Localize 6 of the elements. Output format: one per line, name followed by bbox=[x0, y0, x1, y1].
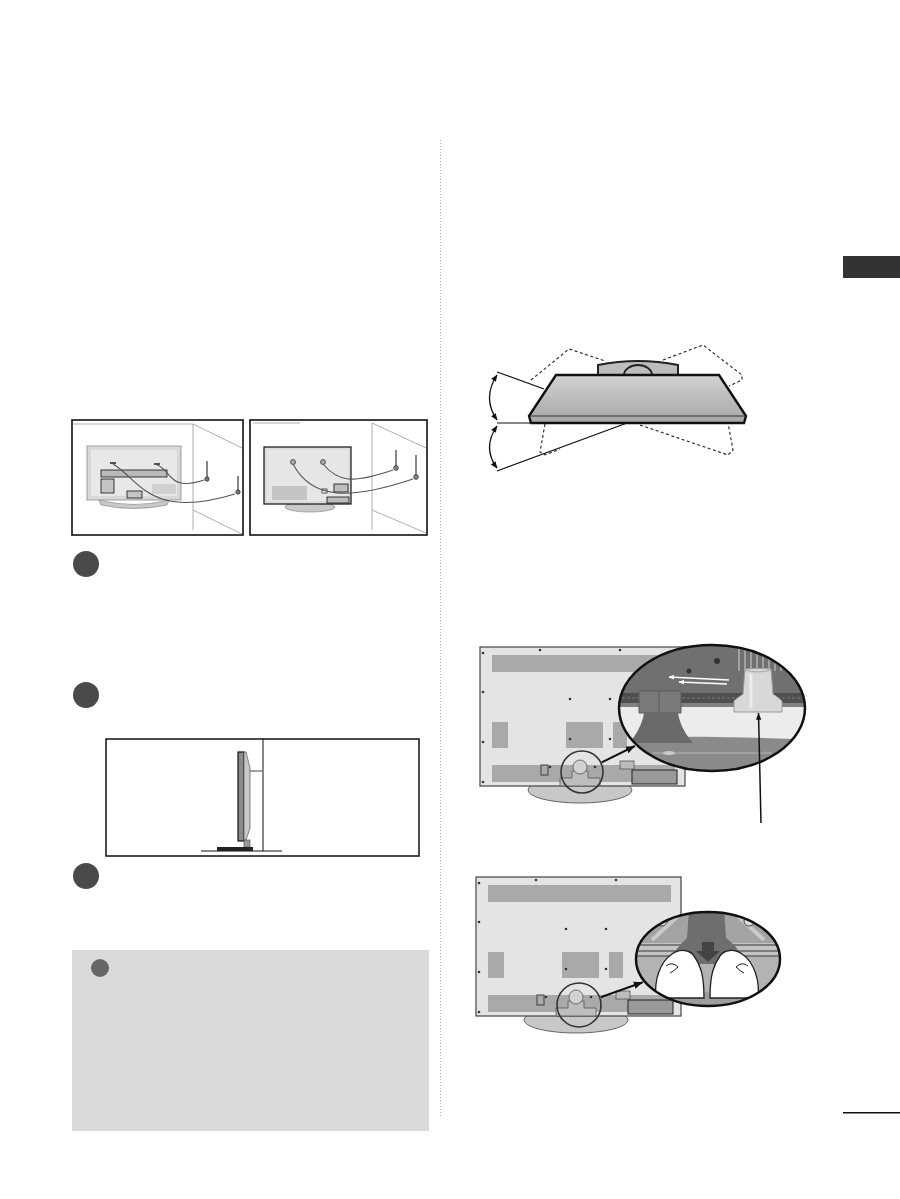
leader-arrow bbox=[755, 712, 762, 824]
stand-part bbox=[733, 668, 783, 713]
arrow bbox=[600, 745, 636, 764]
arrow bbox=[599, 981, 644, 999]
zoom-circle bbox=[560, 750, 604, 794]
zoom-circle bbox=[556, 982, 602, 1028]
